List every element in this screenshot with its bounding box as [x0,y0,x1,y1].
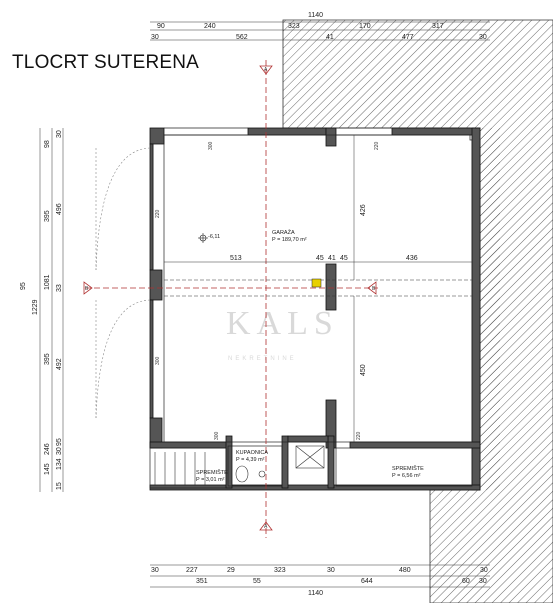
svg-text:246: 246 [44,443,51,455]
svg-text:562: 562 [236,34,248,41]
svg-text:220: 220 [374,141,380,150]
room-labels: GARAŽA P = 189,70 m² -6,11 SPREMIŠTE P =… [196,228,424,483]
section-marker-labels: A A B B [85,67,376,530]
svg-text:45: 45 [316,255,324,262]
svg-text:351: 351 [196,578,208,585]
svg-text:P = 6,56 m²: P = 6,56 m² [392,473,421,479]
svg-text:227: 227 [186,567,198,574]
section-markers [83,65,377,531]
svg-text:436: 436 [406,255,418,262]
svg-text:300: 300 [214,431,220,440]
svg-text:30: 30 [151,567,159,574]
svg-text:300: 300 [155,356,161,365]
svg-text:95: 95 [56,438,63,446]
svg-text:395: 395 [44,353,51,365]
svg-text:90: 90 [157,23,165,30]
dims-bottom: 30 227 29 323 30 480 30 351 55 644 60 30… [151,567,488,597]
dims-inner: 513 45 41 45 436 426 450 [230,204,418,376]
svg-text:477: 477 [402,34,414,41]
outer-walls [149,127,481,491]
svg-text:30: 30 [151,34,159,41]
dims-left: 1229 1081 145 30 496 33 492 95 134 15 98… [20,130,63,490]
svg-text:220: 220 [155,209,161,218]
svg-text:30: 30 [479,578,487,585]
svg-text:395: 395 [44,210,51,222]
svg-text:95: 95 [20,282,27,290]
plan-title: TLOCRT SUTERENA [12,52,200,73]
watermark: KALS NEKRETNINE [226,305,339,362]
svg-text:300: 300 [208,141,214,150]
svg-text:170: 170 [359,23,371,30]
svg-text:134: 134 [56,458,63,470]
svg-text:33: 33 [56,284,63,292]
svg-text:496: 496 [56,203,63,215]
dimension-lines [39,21,490,588]
svg-text:41: 41 [328,255,336,262]
dims-top: 1140 90 240 323 170 317 30 562 41 477 30 [151,12,487,41]
svg-text:480: 480 [399,567,411,574]
svg-text:240: 240 [204,23,216,30]
svg-text:220: 220 [356,431,362,440]
svg-text:30: 30 [479,34,487,41]
svg-text:60: 60 [462,578,470,585]
svg-text:30: 30 [56,447,63,455]
svg-text:1140: 1140 [308,12,323,19]
bathroom-fixtures [235,445,325,483]
svg-text:450: 450 [360,364,367,376]
svg-text:P = 189,70 m²: P = 189,70 m² [272,237,307,243]
svg-text:1140: 1140 [308,590,323,597]
svg-text:513: 513 [230,255,242,262]
svg-text:A: A [264,67,268,73]
svg-text:30: 30 [480,567,488,574]
svg-text:98: 98 [44,140,51,148]
svg-text:323: 323 [288,23,300,30]
svg-text:426: 426 [360,204,367,216]
svg-text:15: 15 [56,482,63,490]
svg-text:P = 3,01 m²: P = 3,01 m² [196,477,225,483]
svg-text:45: 45 [340,255,348,262]
svg-text:GARAŽA: GARAŽA [272,228,295,236]
wall-lines [149,127,473,489]
column-marker [311,278,322,288]
svg-text:644: 644 [361,578,373,585]
svg-text:41: 41 [326,34,334,41]
svg-text:492: 492 [56,358,63,370]
garage-doors [95,147,151,419]
svg-text:A: A [264,524,268,530]
stairs [154,452,206,485]
svg-text:29: 29 [227,567,235,574]
window-labels: 300 220 300 220 300 220 [155,141,380,440]
svg-text:1229: 1229 [32,299,39,315]
svg-text:KUPAONICA: KUPAONICA [236,450,268,456]
svg-text:1081: 1081 [44,274,51,290]
level-symbol-icon [198,233,208,243]
svg-text:KALS: KALS [226,305,339,342]
svg-text:-6,11: -6,11 [208,234,220,240]
svg-text:55: 55 [253,578,261,585]
svg-text:SPREMIŠTE: SPREMIŠTE [392,465,424,472]
svg-text:30: 30 [56,130,63,138]
svg-text:B: B [85,286,89,292]
svg-text:323: 323 [274,567,286,574]
svg-text:SPREMIŠTE: SPREMIŠTE [196,469,228,476]
svg-text:P = 4,39 m²: P = 4,39 m² [236,457,265,463]
svg-text:30: 30 [327,567,335,574]
svg-text:145: 145 [44,463,51,475]
svg-text:317: 317 [432,23,444,30]
svg-text:B: B [372,286,376,292]
svg-text:NEKRETNINE: NEKRETNINE [228,356,297,362]
section-lines [85,60,378,538]
